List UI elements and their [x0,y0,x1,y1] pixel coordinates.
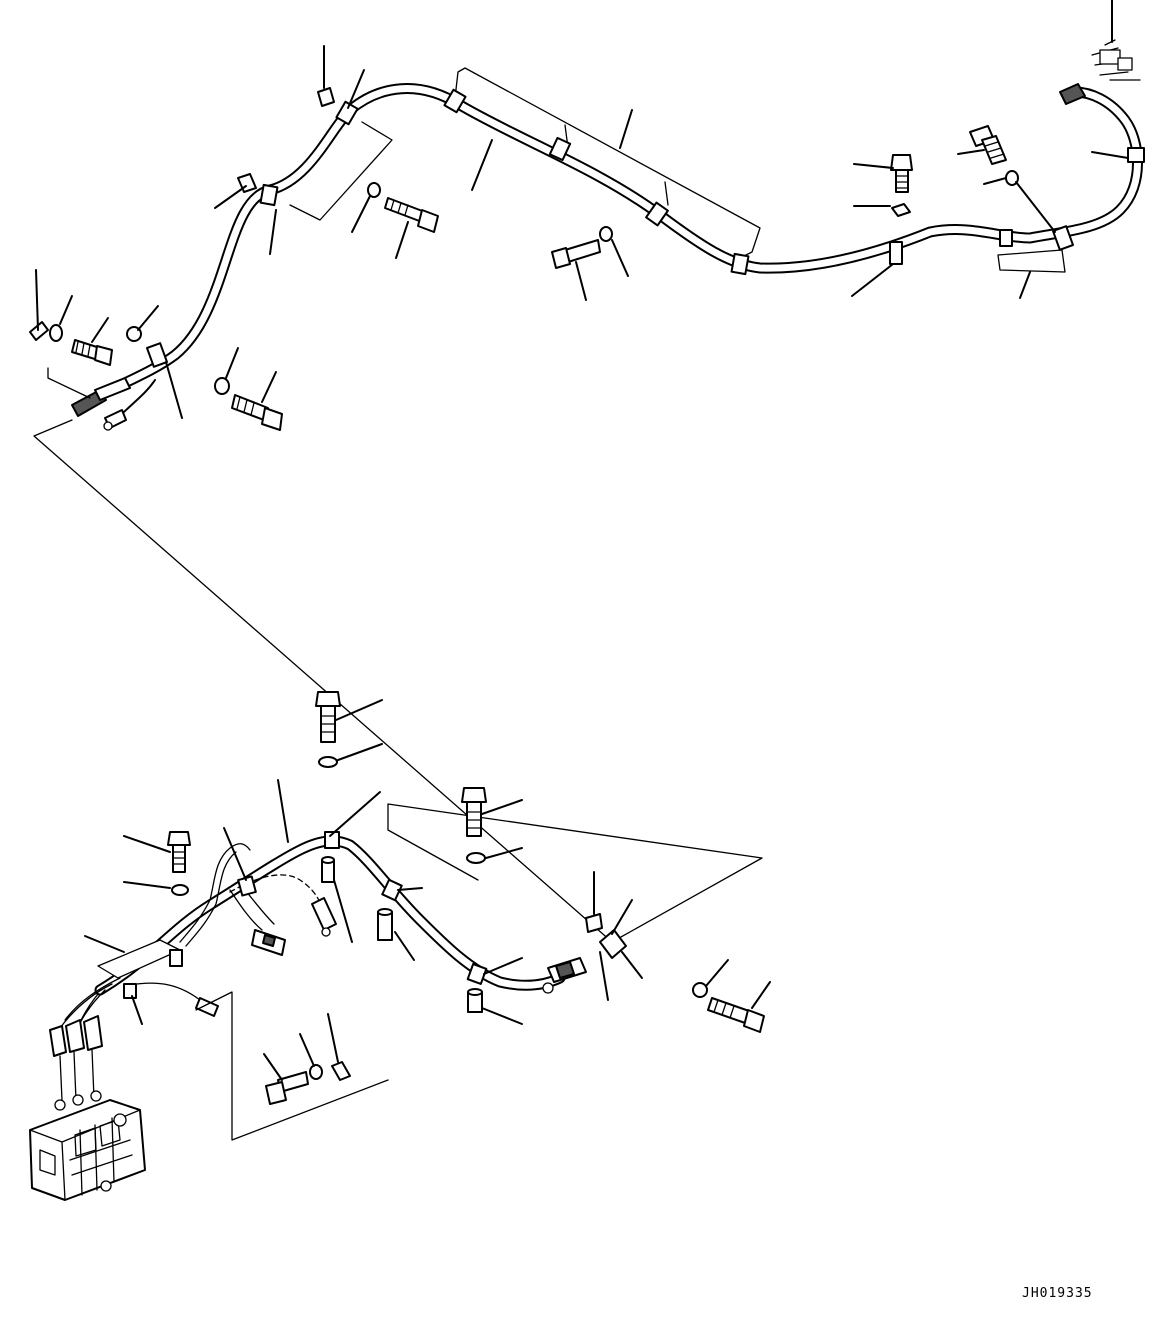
drawing-code: JH019335 [1022,1286,1093,1301]
upper-bolt-left [71,339,113,366]
upper-right-connectors [1059,39,1141,105]
upper-bolt-lower-left [231,394,283,431]
lower-bolt-bottom [265,1071,309,1105]
lower-washer-mid [466,852,486,864]
upper-left-bracket [47,367,91,399]
upper-protective-sheet [454,67,761,259]
view-link-line [33,419,613,943]
upper-bolt-center [551,239,601,269]
lower-leader-lines [84,699,771,1081]
upper-bolt-right [890,154,913,193]
lower-washer-top [318,756,338,768]
lower-harness-assembly [29,691,771,1201]
upper-left-connectors [71,377,131,431]
lower-detail-bracket [195,991,389,1141]
lower-washer-left [171,884,189,896]
right-protective-sheet [997,249,1066,273]
lower-connectors [49,897,587,1101]
view-link-line-right [387,803,763,943]
lower-washer-bottom [309,1064,323,1080]
lower-clamps [123,831,488,999]
upper-washer-mid [367,182,381,198]
lower-washer-right [692,982,708,998]
lower-main-harness [59,835,566,1046]
lower-clip-right [599,929,627,959]
upper-harness-assembly [29,0,1145,431]
upper-washer-left [49,324,63,342]
upper-clamps [146,88,1145,368]
lower-spacers [321,856,603,1013]
lower-bolt-left [167,831,191,873]
upper-terminal-left [29,321,49,341]
upper-washer-center [599,226,613,242]
lower-bolt-right [707,997,765,1033]
upper-leader-lines [35,0,1129,419]
lower-terminal-bottom [331,1061,351,1081]
lower-bolt-top [315,691,341,743]
lower-bolt-mid [461,787,487,837]
control-valve-block [29,1090,146,1201]
upper-detail-bracket [289,121,393,221]
upper-bolt-mid [384,197,439,233]
upper-nut-top [317,87,335,107]
upper-washer-right [891,203,911,217]
upper-washer-lower-left [214,377,230,395]
upper-bolt-far-right [969,125,1007,165]
